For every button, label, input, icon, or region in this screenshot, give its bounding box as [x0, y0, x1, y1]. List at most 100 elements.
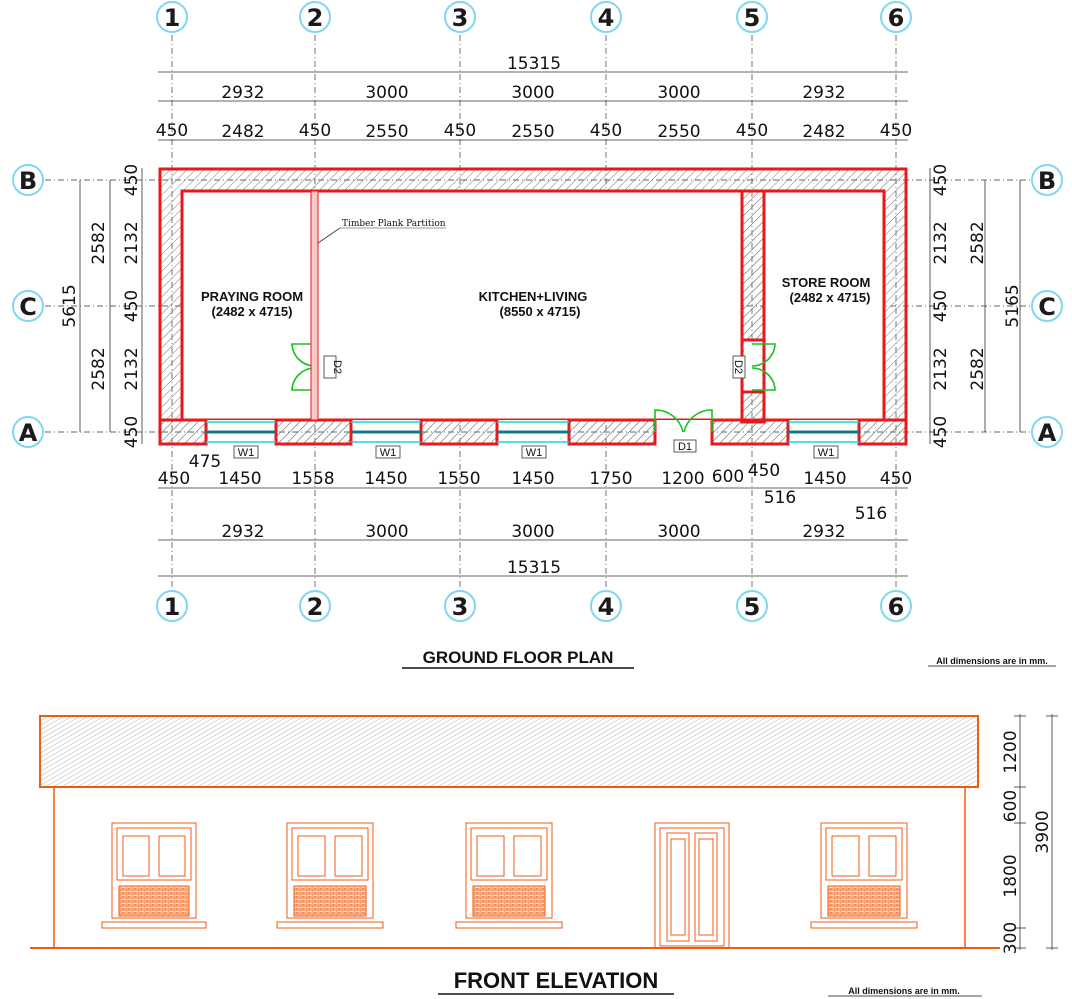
bay-width-bottom-1: 2932	[221, 522, 264, 542]
dim-bottom-9: 450	[748, 461, 780, 481]
right-outer-2: 2582	[968, 347, 988, 390]
dim-bottom-0: 450	[158, 469, 190, 489]
door-tag-d2-right: D2	[732, 360, 744, 374]
dim-bottom-2: 1558	[291, 469, 334, 489]
elevation-window-1	[101, 822, 207, 929]
grid-col-3-bottom: 3	[452, 593, 469, 621]
plan-note: All dimensions are in mm.	[936, 656, 1048, 666]
right-v-2: 450	[931, 290, 951, 322]
right-outer-1: 2582	[968, 221, 988, 264]
grid-row-c-right: C	[1038, 293, 1056, 321]
elevation-note: All dimensions are in mm.	[848, 986, 960, 996]
dim-top-8: 450	[736, 121, 768, 141]
grid-col-5: 5	[744, 4, 761, 32]
grid-col-4-bottom: 4	[598, 593, 615, 621]
right-v-0: 450	[931, 164, 951, 196]
left-v-4: 450	[122, 416, 142, 448]
window-tag-2: W1	[380, 447, 397, 459]
left-v-3: 2132	[122, 347, 142, 390]
elev-total: 3900	[1033, 810, 1053, 853]
dim-top-1: 2482	[221, 122, 264, 142]
bay-width-bottom-5: 2932	[802, 522, 845, 542]
right-total: 5165	[1003, 284, 1023, 327]
grid-bubbles-rows: B C A B C A	[12, 164, 1063, 448]
grid-row-c-left: C	[19, 293, 37, 321]
overall-width-top: 15315	[507, 54, 561, 74]
grid-col-1-bottom: 1	[164, 593, 181, 621]
room-size-store: (2482 x 4715)	[790, 290, 871, 305]
grid-bubbles-bottom: 1 2 3 4 5 6	[156, 590, 912, 622]
elevation-title: FRONT ELEVATION	[454, 968, 659, 993]
bottom-dims: 450 1450 1558 1450 1550 1450 1750 1200 6…	[158, 452, 912, 524]
room-name-kitchen: KITCHEN+LIVING	[479, 289, 588, 304]
grid-row-a-right: A	[1038, 419, 1057, 447]
dim-top-3: 2550	[365, 122, 408, 142]
right-v-3: 2132	[931, 347, 951, 390]
room-size-praying: (2482 x 4715)	[212, 304, 293, 319]
left-dims: 5615 2582 2582 450 2132 450 2132 450	[60, 164, 142, 448]
dim-bottom-3: 1450	[364, 469, 407, 489]
grid-col-3: 3	[452, 4, 469, 32]
grid-col-2-bottom: 2	[307, 593, 324, 621]
grid-col-2: 2	[307, 4, 324, 32]
bay-width-1: 2932	[221, 83, 264, 103]
room-name-praying: PRAYING ROOM	[201, 289, 303, 304]
grid-col-6: 6	[888, 4, 905, 32]
bay-width-3: 3000	[511, 83, 554, 103]
elevation-window-3	[455, 822, 563, 929]
dim-top-0: 450	[156, 121, 188, 141]
left-total: 5615	[60, 284, 80, 327]
grid-col-4: 4	[598, 4, 615, 32]
dim-top-10: 450	[880, 121, 912, 141]
right-v-4: 450	[931, 416, 951, 448]
grid-row-b-right: B	[1038, 167, 1056, 195]
bay-width-5: 2932	[802, 83, 845, 103]
room-labels: PRAYING ROOM (2482 x 4715) KITCHEN+LIVIN…	[201, 275, 871, 319]
dim-bottom-10: 1450	[803, 469, 846, 489]
dim-top-2: 450	[299, 121, 331, 141]
bay-width-bottom-3: 3000	[511, 522, 554, 542]
elev-h-300: 300	[1001, 922, 1021, 954]
walls	[158, 167, 908, 446]
window-tag-3: W1	[526, 447, 543, 459]
dim-bottom-extra-516a: 516	[764, 488, 796, 508]
partition-label: Timber Plank Partition	[342, 219, 446, 229]
elevation-window-2	[276, 822, 384, 929]
left-v-0: 450	[122, 164, 142, 196]
grid-col-5-bottom: 5	[744, 593, 761, 621]
dim-bottom-5: 1450	[511, 469, 554, 489]
window-tag-4: W1	[818, 447, 835, 459]
left-outer-2: 2582	[89, 347, 109, 390]
left-outer-1: 2582	[89, 221, 109, 264]
timber-partition: Timber Plank Partition	[310, 190, 446, 421]
door-tag-d2-left: D2	[331, 360, 343, 374]
dim-top-5: 2550	[511, 122, 554, 142]
dim-bottom-8: 600	[712, 467, 744, 487]
windows-plan	[206, 421, 859, 443]
left-v-1: 2132	[122, 221, 142, 264]
bay-width-bottom-4: 3000	[657, 522, 700, 542]
elevation-window-5	[810, 822, 918, 929]
grid-row-a-left: A	[19, 419, 38, 447]
right-v-1: 2132	[931, 221, 951, 264]
elev-h-600: 600	[1001, 790, 1021, 822]
dim-top-9: 2482	[802, 122, 845, 142]
right-dims: 450 2132 450 2132 450 2582 2582 5165	[931, 164, 1023, 448]
elev-h-1200: 1200	[1001, 730, 1021, 773]
grid-row-b-left: B	[19, 167, 37, 195]
dim-bottom-6: 1750	[589, 469, 632, 489]
dim-bottom-1: 1450	[218, 469, 261, 489]
dim-bottom-11: 450	[880, 469, 912, 489]
door-tag-d1: D1	[678, 441, 692, 453]
window-tag-1: W1	[238, 447, 255, 459]
inner-dims-top: 450 2482 450 2550 450 2550 450 2550 450 …	[156, 121, 912, 142]
elevation: 1200 600 1800 300 3900	[30, 714, 1058, 954]
dim-bottom-7: 1200	[661, 469, 704, 489]
dim-top-4: 450	[444, 121, 476, 141]
elev-h-1800: 1800	[1001, 854, 1021, 897]
grid-col-1: 1	[164, 4, 181, 32]
bay-width-2: 3000	[365, 83, 408, 103]
left-v-2: 450	[122, 290, 142, 322]
plan-title: GROUND FLOOR PLAN	[423, 648, 614, 667]
